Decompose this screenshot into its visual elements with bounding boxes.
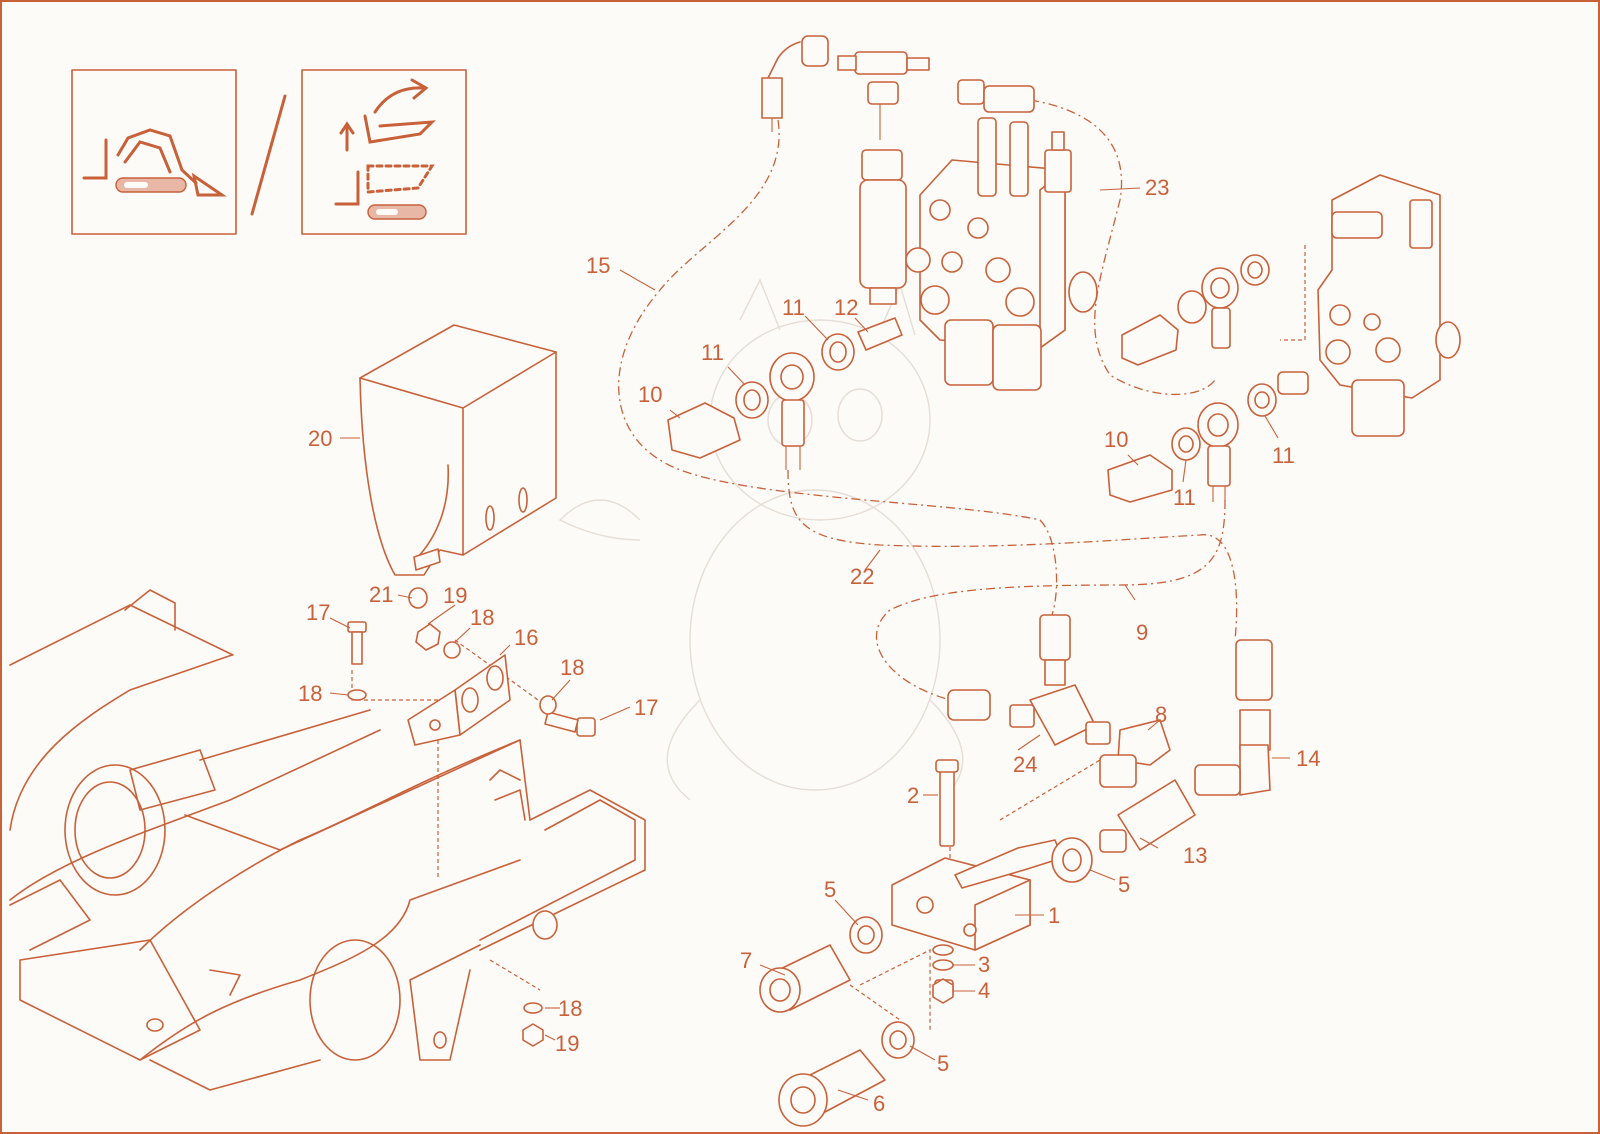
callout-18c: 18 [560,655,584,680]
callout-1: 1 [1048,903,1060,928]
callout-6: 6 [873,1091,885,1116]
banjo-fitting-left [667,317,903,470]
callout-15: 15 [586,253,610,278]
quick-coupler-male [759,944,851,1013]
leader-lines [329,187,1290,1101]
callout-2: 2 [907,783,919,808]
callout-20: 20 [308,426,332,451]
callout-5a: 5 [824,877,836,902]
banjo-fitting-upper-right [1121,254,1270,366]
callout-18b: 18 [298,681,322,706]
callout-labels: 1 2 3 4 5 5 5 6 7 8 9 10 10 11 11 11 11 … [298,175,1320,1116]
cover-guard [359,324,557,576]
callout-5b: 5 [1118,872,1130,897]
upper-fittings [761,35,1035,140]
callout-8: 8 [1155,702,1167,727]
callout-4: 4 [978,978,990,1003]
callout-7: 7 [740,948,752,973]
callout-17a: 17 [306,600,330,625]
bucket-tilt-icon [334,78,436,220]
callout-9: 9 [1136,620,1148,645]
bolt-17-top [347,587,954,1047]
callout-10a: 10 [638,382,662,407]
callout-19a: 19 [443,583,467,608]
mode-icon-left [71,69,237,235]
callout-18d: 18 [558,996,582,1021]
callout-24: 24 [1013,752,1037,777]
banjo-fitting-right [1107,371,1309,503]
callout-22: 22 [850,564,874,589]
hose-22 [787,469,1238,641]
callout-19b: 19 [555,1031,579,1056]
callout-13: 13 [1183,843,1207,868]
adapter-fitting [1099,779,1196,853]
bracket-hinge [407,654,511,746]
washer-5 [849,837,1093,1059]
hose-lines [351,99,1306,1030]
callout-23: 23 [1145,175,1169,200]
hose-15 [618,119,1058,621]
callout-11c: 11 [1272,443,1295,468]
callout-5c: 5 [937,1051,949,1076]
machine-frame [9,589,646,1091]
callout-12: 12 [834,295,858,320]
callout-11d: 11 [1173,485,1196,510]
control-valve-secondary [1317,174,1461,437]
elbow-fitting [1099,719,1171,788]
callout-3: 3 [978,952,990,977]
tee-fitting [947,614,1111,746]
callout-21: 21 [369,582,393,607]
elbow-fitting-right [1194,639,1273,796]
callout-11a: 11 [701,340,724,365]
icon-separator [250,94,287,216]
hose-9 [875,499,1226,701]
callout-11b: 11 [782,295,805,320]
excavator-boom-icon [82,128,227,197]
callout-17b: 17 [634,695,658,720]
control-valve-main [859,117,1098,391]
quick-coupler-female [778,1049,886,1127]
mode-icon-right [301,69,467,235]
valve-block [891,759,1063,997]
callout-16: 16 [514,625,538,650]
callout-14: 14 [1296,746,1320,771]
callout-18a: 18 [470,605,494,630]
callout-10b: 10 [1104,427,1128,452]
